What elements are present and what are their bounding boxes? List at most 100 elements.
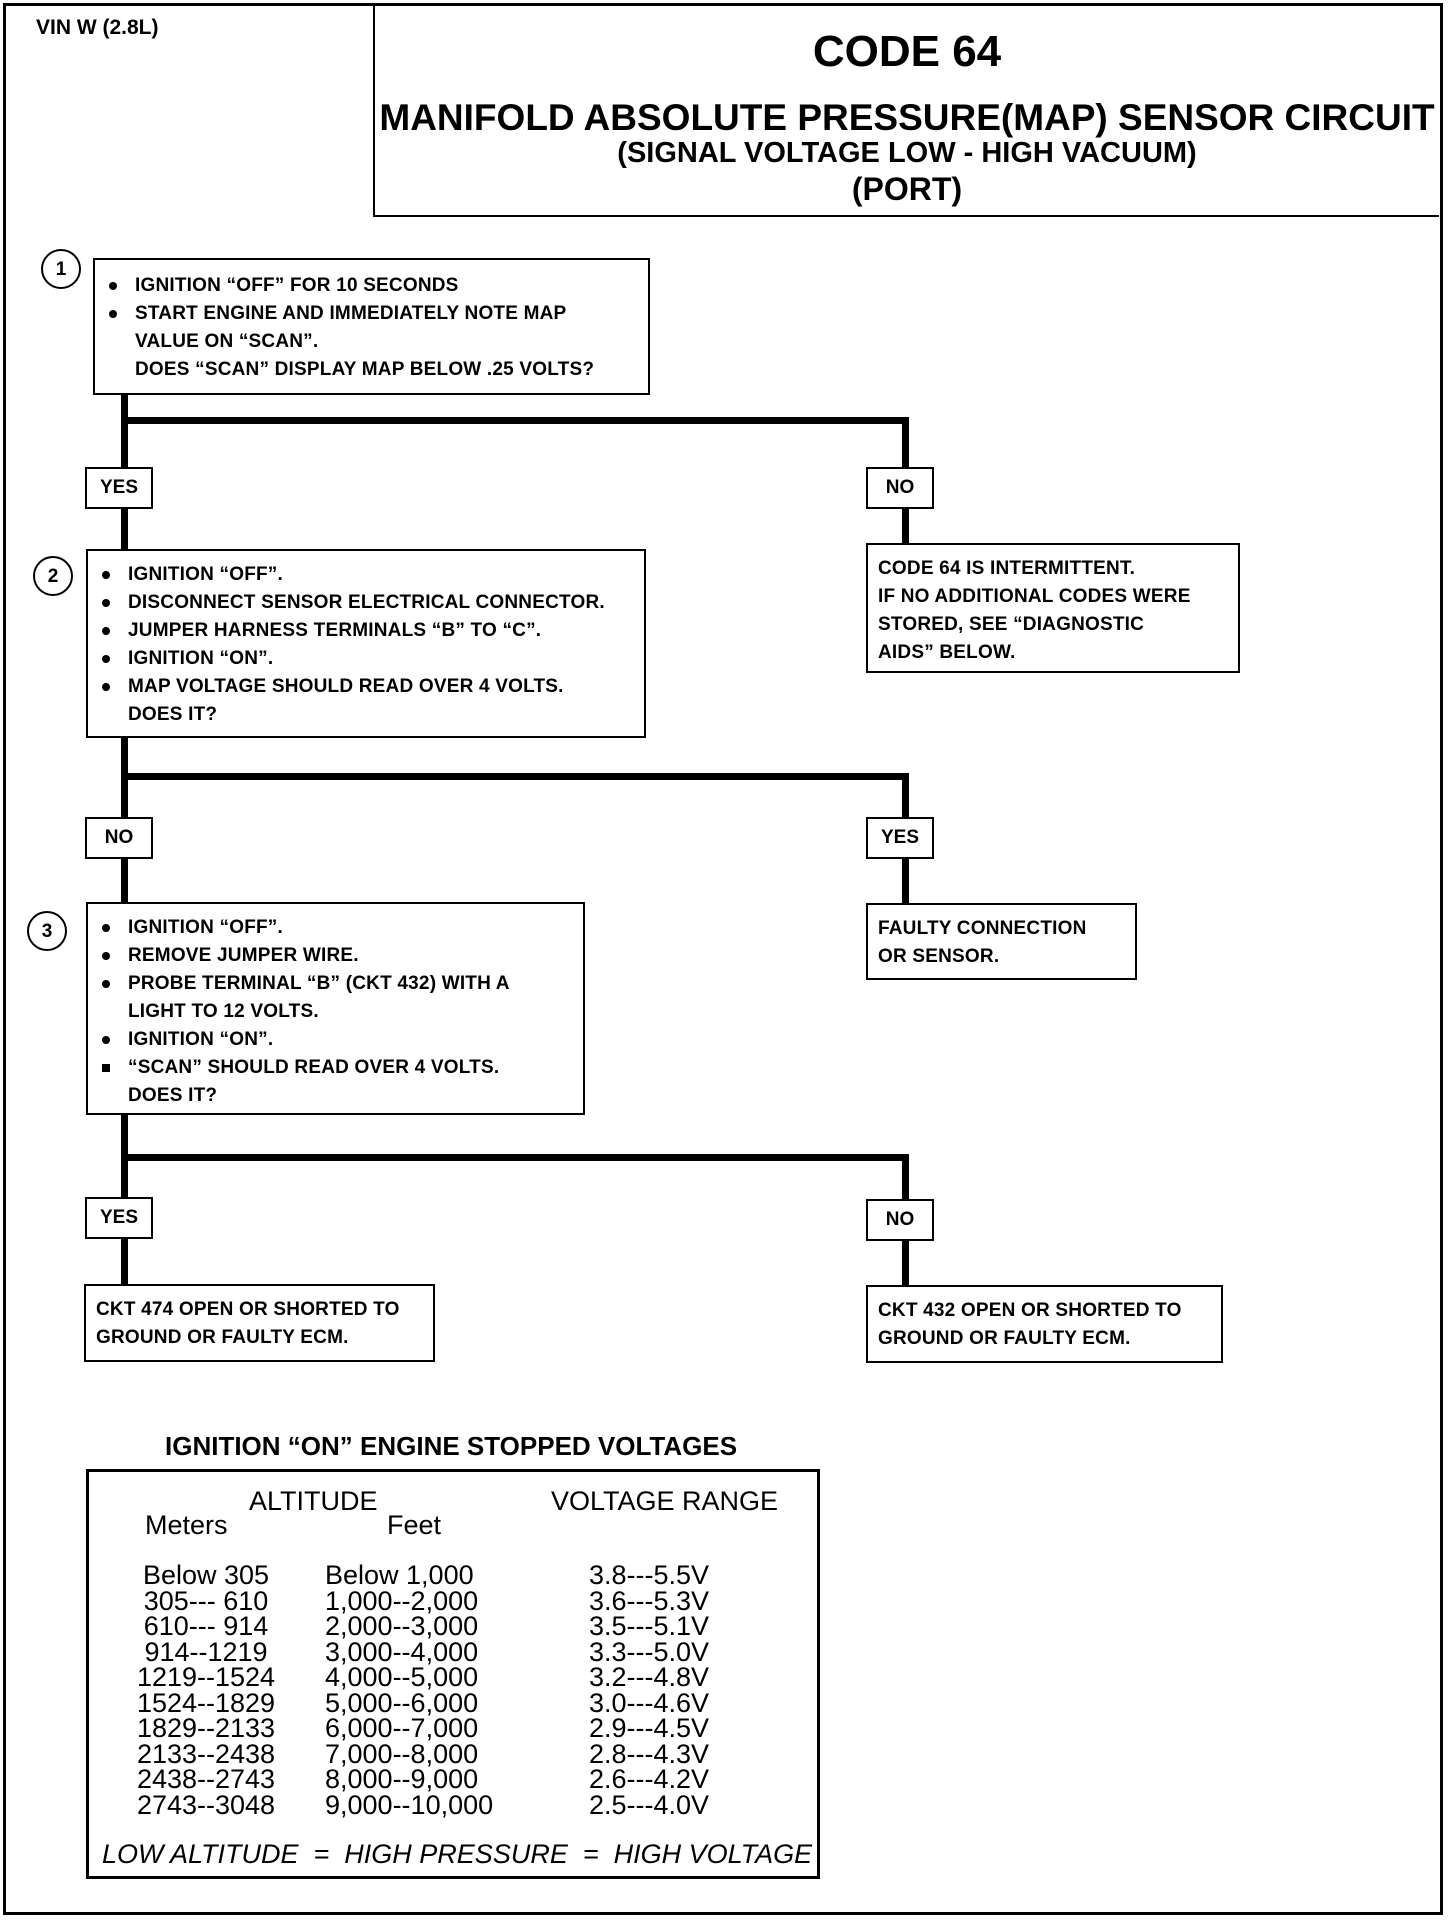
step-number-2: 2 <box>33 556 73 596</box>
step-text: DOES IT? <box>128 1085 218 1106</box>
step-number-3: 3 <box>27 911 67 951</box>
step-2-bullet: IGNITION “OFF”. <box>88 561 644 589</box>
result-text: AIDS” BELOW. <box>878 642 1016 663</box>
connector <box>121 1237 128 1285</box>
header-box: CODE 64 MANIFOLD ABSOLUTE PRESSURE(MAP) … <box>373 3 1439 217</box>
table-cell-meters: 2438--2743 <box>136 1764 276 1794</box>
meters-header: Meters <box>145 1510 228 1540</box>
table-cell-meters: 2743--3048 <box>136 1789 276 1820</box>
step-text: REMOVE JUMPER WIRE. <box>128 945 359 966</box>
result-intermittent: CODE 64 IS INTERMITTENT. IF NO ADDITIONA… <box>866 543 1240 673</box>
step-text: IGNITION “ON”. <box>128 648 274 669</box>
table-cell-meters: Below 305 <box>142 1560 270 1590</box>
table-cell-meters: 1524--1829 <box>136 1687 276 1718</box>
page-frame <box>3 3 1443 1915</box>
step-text: LIGHT TO 12 VOLTS. <box>128 1001 319 1022</box>
circuit-port: (PORT) <box>851 171 963 207</box>
table-cell-feet: 3,000--4,000 <box>325 1636 479 1667</box>
step-text: DISCONNECT SENSOR ELECTRICAL CONNECTOR. <box>128 592 605 613</box>
step-number-1: 1 <box>41 249 81 289</box>
step-2-box: IGNITION “OFF”. DISCONNECT SENSOR ELECTR… <box>86 549 646 738</box>
table-cell-meters: 1829--2133 <box>136 1713 276 1743</box>
table-cell-meters: 914--1219 <box>144 1636 268 1667</box>
table-cell-voltage: 3.3---5.0V <box>588 1636 710 1667</box>
step-text: IGNITION “OFF”. <box>128 917 283 938</box>
step-3-bullet: IGNITION “OFF”. <box>88 914 583 942</box>
result-ckt432: CKT 432 OPEN OR SHORTED TO GROUND OR FAU… <box>866 1285 1223 1363</box>
table-cell-voltage: 3.0---4.6V <box>588 1687 710 1718</box>
connector <box>902 507 909 545</box>
step-text: “SCAN” SHOULD READ OVER 4 VOLTS. <box>128 1057 500 1078</box>
table-cell-feet: 7,000--8,000 <box>325 1738 479 1769</box>
vin-label: VIN W (2.8L) <box>36 16 159 39</box>
step-text: START ENGINE AND IMMEDIATELY NOTE MAP <box>135 303 567 324</box>
table-cell-feet: 1,000--2,000 <box>325 1585 479 1616</box>
connector <box>902 417 909 469</box>
altitude-header: ALTITUDE <box>249 1486 378 1516</box>
step-1-bullet: IGNITION “OFF” FOR 10 SECONDS <box>95 272 648 300</box>
yes-label: YES <box>85 467 153 509</box>
connector <box>902 1154 909 1199</box>
connector <box>902 773 909 818</box>
step-text: IGNITION “OFF”. <box>128 564 283 585</box>
step-3-box: IGNITION “OFF”. REMOVE JUMPER WIRE. PROB… <box>86 902 585 1115</box>
step-text: DOES IT? <box>128 704 218 725</box>
table-cell-feet: 8,000--9,000 <box>325 1764 479 1794</box>
connector <box>121 417 909 424</box>
table-cell-feet: 9,000--10,000 <box>325 1789 494 1820</box>
yes-label: YES <box>85 1197 153 1239</box>
connector <box>121 1154 909 1161</box>
table-cell-meters: 610--- 914 <box>143 1611 269 1641</box>
table-cell-voltage: 3.5---5.1V <box>588 1611 710 1641</box>
connector <box>121 507 128 551</box>
step-text: JUMPER HARNESS TERMINALS “B” TO “C”. <box>128 620 542 641</box>
result-text: CKT 432 OPEN OR SHORTED TO <box>878 1300 1182 1321</box>
result-text: IF NO ADDITIONAL CODES WERE <box>878 586 1191 607</box>
connector <box>121 393 128 469</box>
step-3-bullet: “SCAN” SHOULD READ OVER 4 VOLTS. <box>88 1054 583 1082</box>
step-3-bullet: IGNITION “ON”. <box>88 1026 583 1054</box>
table-footer: LOW ALTITUDE = HIGH PRESSURE = HIGH VOLT… <box>102 1839 813 1869</box>
no-label: NO <box>85 817 153 859</box>
yes-label: YES <box>866 817 934 859</box>
result-text: CKT 474 OPEN OR SHORTED TO <box>96 1299 400 1320</box>
step-1-box: IGNITION “OFF” FOR 10 SECONDS START ENGI… <box>93 258 650 395</box>
circuit-title: MANIFOLD ABSOLUTE PRESSURE(MAP) SENSOR C… <box>379 97 1435 138</box>
no-label: NO <box>866 467 934 509</box>
connector <box>902 1239 909 1286</box>
step-text: IGNITION “OFF” FOR 10 SECONDS <box>135 275 459 296</box>
result-text: STORED, SEE “DIAGNOSTIC <box>878 614 1145 635</box>
table-cell-voltage: 3.8---5.5V <box>588 1560 710 1590</box>
result-text: GROUND OR FAULTY ECM. <box>878 1328 1131 1349</box>
code-title: CODE 64 <box>812 27 1002 76</box>
step-text: PROBE TERMINAL “B” (CKT 432) WITH A <box>128 973 510 994</box>
table-cell-feet: 2,000--3,000 <box>325 1611 479 1641</box>
step-2-bullet: DISCONNECT SENSOR ELECTRICAL CONNECTOR. <box>88 589 644 617</box>
connector <box>902 858 909 905</box>
voltage-header: VOLTAGE RANGE <box>551 1486 779 1516</box>
no-label: NO <box>866 1199 934 1241</box>
step-2-bullet: JUMPER HARNESS TERMINALS “B” TO “C”. <box>88 617 644 645</box>
result-text: OR SENSOR. <box>878 946 1000 967</box>
table-cell-voltage: 3.2---4.8V <box>588 1662 710 1692</box>
table-cell-meters: 2133--2438 <box>136 1738 276 1769</box>
table-cell-voltage: 2.9---4.5V <box>588 1713 710 1743</box>
feet-header: Feet <box>387 1510 442 1540</box>
table-cell-feet: 5,000--6,000 <box>325 1687 479 1718</box>
table-cell-voltage: 2.8---4.3V <box>588 1738 710 1769</box>
step-2-bullet: MAP VOLTAGE SHOULD READ OVER 4 VOLTS. <box>88 673 644 701</box>
voltage-table: ALTITUDE Meters Feet VOLTAGE RANGE Below… <box>86 1469 820 1879</box>
step-2-bullet: IGNITION “ON”. <box>88 645 644 673</box>
circuit-subtitle: (SIGNAL VOLTAGE LOW - HIGH VACUUM) <box>617 137 1197 169</box>
table-cell-voltage: 3.6---5.3V <box>588 1585 710 1616</box>
result-text: CODE 64 IS INTERMITTENT. <box>878 558 1136 579</box>
table-cell-feet: 4,000--5,000 <box>325 1662 479 1692</box>
step-3-bullet: REMOVE JUMPER WIRE. <box>88 942 583 970</box>
result-text: GROUND OR FAULTY ECM. <box>96 1327 349 1348</box>
table-cell-meters: 305--- 610 <box>143 1585 269 1616</box>
table-cell-meters: 1219--1524 <box>136 1662 276 1692</box>
connector <box>121 773 909 780</box>
